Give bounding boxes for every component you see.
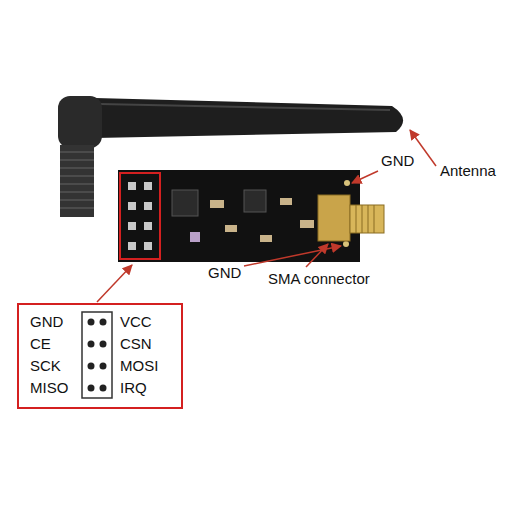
pin-name: SCK <box>30 357 61 374</box>
pin-name: IRQ <box>120 379 147 396</box>
pinout-box <box>18 304 182 408</box>
sma-connector <box>318 195 384 241</box>
part-label: SMA connector <box>268 270 370 287</box>
pin-name: MOSI <box>120 357 158 374</box>
part-label: Antenna <box>440 162 496 179</box>
pin-name: VCC <box>120 313 152 330</box>
part-label: GND <box>208 264 241 281</box>
pin-name: MISO <box>30 379 68 396</box>
pin-name: CE <box>30 335 51 352</box>
part-label: GND <box>381 152 414 169</box>
pin-name: GND <box>30 313 63 330</box>
pin-name: CSN <box>120 335 152 352</box>
pin-header <box>120 173 160 259</box>
leader-lines <box>97 130 436 302</box>
